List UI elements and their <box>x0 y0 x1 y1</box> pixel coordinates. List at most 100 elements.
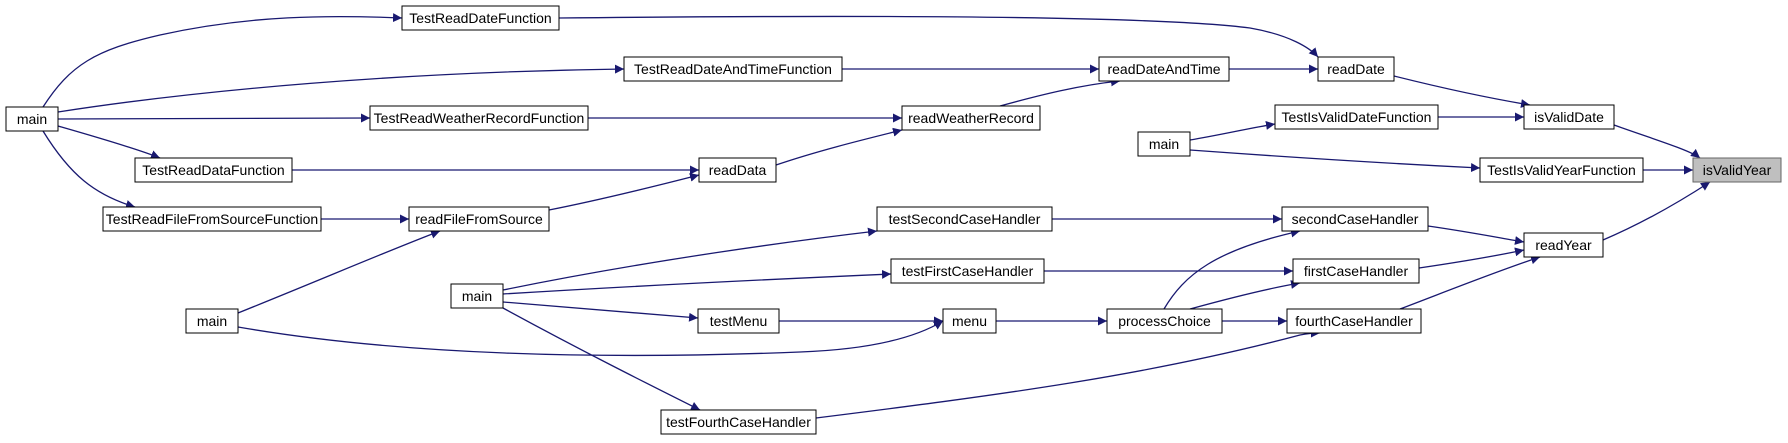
edge-main_4-to-testSecondCaseHandler <box>502 227 878 291</box>
node-label: main <box>197 313 227 329</box>
edge-isValidDate-to-isValidYear <box>1613 124 1701 159</box>
node-box <box>1692 157 1782 183</box>
node-label: TestReadDateAndTimeFunction <box>634 61 832 77</box>
node-box <box>942 308 997 334</box>
node-label: isValidDate <box>1534 109 1604 125</box>
node-box <box>890 258 1045 284</box>
node-readDate[interactable]: readDate <box>1317 56 1395 82</box>
node-readWeatherRecord[interactable]: readWeatherRecord <box>901 105 1041 131</box>
node-testFourthCaseHandler[interactable]: testFourthCaseHandler <box>660 409 817 435</box>
edge-main_1-to-TestReadWeatherRecordFunction <box>57 113 371 123</box>
node-box <box>1274 104 1439 130</box>
node-label: isValidYear <box>1703 162 1772 178</box>
nodes-layer: isValidYear isValidDateTestIsValidYearFun… <box>5 5 1782 435</box>
node-box <box>369 105 589 131</box>
node-label: main <box>1149 136 1179 152</box>
edge-main_3-to-readFileFromSource <box>237 229 441 314</box>
node-label: firstCaseHandler <box>1304 263 1409 279</box>
node-firstCaseHandler[interactable]: firstCaseHandler <box>1292 258 1420 284</box>
node-readData[interactable]: readData <box>698 157 777 183</box>
node-label: secondCaseHandler <box>1292 211 1419 227</box>
node-box <box>1292 258 1420 284</box>
node-label: readDateAndTime <box>1107 61 1220 77</box>
node-main_4[interactable]: main <box>450 283 504 309</box>
node-processChoice[interactable]: processChoice <box>1106 308 1223 334</box>
node-label: testFirstCaseHandler <box>902 263 1034 279</box>
node-label: menu <box>952 313 987 329</box>
edge-readFileFromSource-to-readData <box>548 172 700 211</box>
node-readDateAndTime[interactable]: readDateAndTime <box>1098 56 1230 82</box>
edge-main_4-to-testMenu <box>502 301 699 322</box>
node-main_2[interactable]: main <box>1137 131 1191 157</box>
node-label: TestReadWeatherRecordFunction <box>374 110 585 126</box>
node-label: main <box>462 288 492 304</box>
node-box <box>697 308 780 334</box>
node-box <box>5 106 59 132</box>
node-TestIsValidYearFunction[interactable]: TestIsValidYearFunction <box>1479 157 1644 183</box>
node-label: main <box>17 111 47 127</box>
node-box <box>660 409 817 435</box>
node-readYear[interactable]: readYear <box>1523 232 1604 258</box>
node-label: testMenu <box>710 313 768 329</box>
node-label: readDate <box>1327 61 1385 77</box>
node-box <box>1286 308 1422 334</box>
node-box <box>134 157 293 183</box>
node-box <box>185 308 239 334</box>
node-box <box>1523 232 1604 258</box>
node-box <box>1317 56 1395 82</box>
node-testSecondCaseHandler[interactable]: testSecondCaseHandler <box>876 206 1053 232</box>
edges-layer <box>42 13 1711 419</box>
node-fourthCaseHandler[interactable]: fourthCaseHandler <box>1286 308 1422 334</box>
node-label: readData <box>709 162 767 178</box>
node-box <box>1098 56 1230 82</box>
node-label: processChoice <box>1118 313 1211 329</box>
node-label: readFileFromSource <box>415 211 543 227</box>
edge-main_1-to-TestReadFileFromSourceFunction <box>42 130 136 209</box>
edge-processChoice-to-secondCaseHandler <box>1163 228 1301 310</box>
node-isValidDate[interactable]: isValidDate <box>1523 104 1615 130</box>
node-label: readYear <box>1535 237 1592 253</box>
edge-firstCaseHandler-to-readYear <box>1418 247 1525 269</box>
node-box <box>623 56 843 82</box>
edge-main_3-to-menu <box>237 320 944 357</box>
node-main_1[interactable]: main <box>5 106 59 132</box>
node-testMenu[interactable]: testMenu <box>697 308 780 334</box>
node-box <box>1106 308 1223 334</box>
node-menu[interactable]: menu <box>942 308 997 334</box>
node-TestReadDataFunction[interactable]: TestReadDataFunction <box>134 157 293 183</box>
node-TestReadDateFunction[interactable]: TestReadDateFunction <box>401 5 560 31</box>
node-box <box>1281 206 1429 232</box>
node-isValidYear[interactable]: isValidYear <box>1692 157 1782 183</box>
node-label: TestIsValidYearFunction <box>1487 162 1636 178</box>
node-box <box>1137 131 1191 157</box>
node-TestReadWeatherRecordFunction[interactable]: TestReadWeatherRecordFunction <box>369 105 589 131</box>
edge-main_1-to-TestReadDateAndTimeFunction <box>57 64 625 113</box>
node-box <box>102 206 322 232</box>
edge-fourthCaseHandler-to-readYear <box>1399 255 1541 310</box>
edge-processChoice-to-firstCaseHandler <box>1189 280 1301 310</box>
node-TestReadDateAndTimeFunction[interactable]: TestReadDateAndTimeFunction <box>623 56 843 82</box>
node-label: readWeatherRecord <box>908 110 1034 126</box>
node-readFileFromSource[interactable]: readFileFromSource <box>408 206 550 232</box>
node-TestReadFileFromSourceFunction[interactable]: TestReadFileFromSourceFunction <box>102 206 322 232</box>
node-label: TestReadDateFunction <box>409 10 551 26</box>
edge-main_2-to-TestIsValidYearFunction <box>1189 149 1481 173</box>
edge-readYear-to-isValidYear <box>1602 181 1711 241</box>
node-main_3[interactable]: main <box>185 308 239 334</box>
node-label: fourthCaseHandler <box>1295 313 1413 329</box>
edge-testFourthCaseHandler-to-fourthCaseHandler <box>815 328 1321 419</box>
node-label: TestReadDataFunction <box>142 162 284 178</box>
node-label: TestReadFileFromSourceFunction <box>106 211 318 227</box>
node-TestIsValidDateFunction[interactable]: TestIsValidDateFunction <box>1274 104 1439 130</box>
node-secondCaseHandler[interactable]: secondCaseHandler <box>1281 206 1429 232</box>
node-box <box>408 206 550 232</box>
node-box <box>401 5 560 31</box>
node-testFirstCaseHandler[interactable]: testFirstCaseHandler <box>890 258 1045 284</box>
node-box <box>1479 157 1644 183</box>
edge-main_1-to-TestReadDateFunction <box>42 13 403 108</box>
edge-main_4-to-testFourthCaseHandler <box>502 307 701 411</box>
edge-secondCaseHandler-to-readYear <box>1427 225 1525 245</box>
edge-readWeatherRecord-to-readDateAndTime <box>999 77 1121 107</box>
node-label: TestIsValidDateFunction <box>1282 109 1432 125</box>
